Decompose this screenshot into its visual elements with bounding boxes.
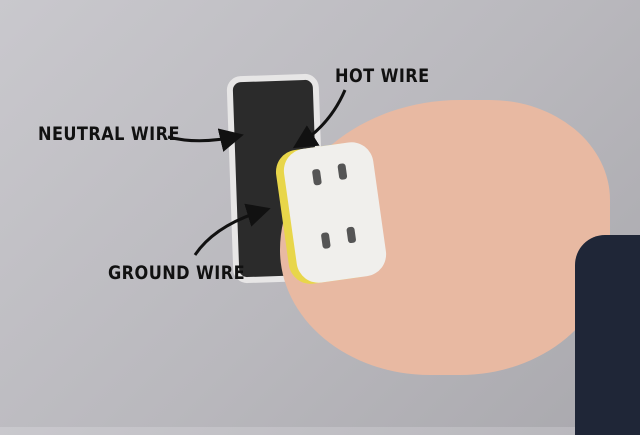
ground-wire-label: GROUND WIRE <box>108 262 246 284</box>
hot-wire-label: HOT WIRE <box>335 65 430 87</box>
neutral-wire-label: NEUTRAL WIRE <box>38 123 180 145</box>
sleeve <box>575 235 640 435</box>
